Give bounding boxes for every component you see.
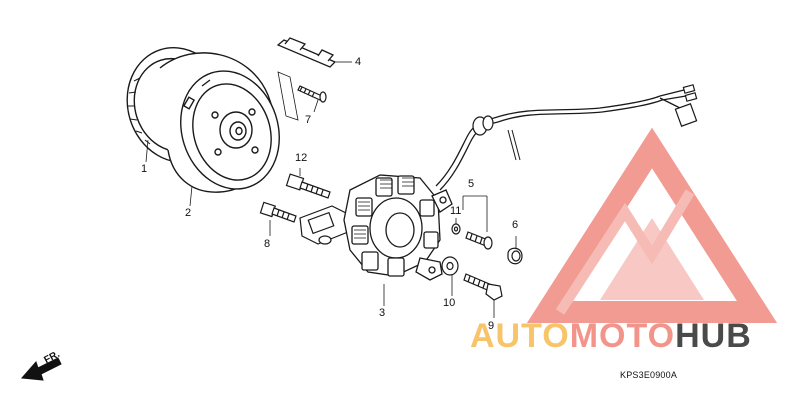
- watermark-brand-moto: MOTO: [569, 317, 676, 355]
- watermark-brand-auto: AUTO: [470, 317, 570, 355]
- part-label-11: 11: [450, 205, 462, 217]
- stator: [343, 174, 453, 281]
- long-bolt: [463, 273, 503, 301]
- part-label-7: 7: [305, 114, 312, 126]
- part-label-6: 6: [512, 219, 519, 231]
- watermark-triangle-logo: [526, 127, 778, 323]
- wire-connectors: [674, 84, 698, 127]
- wire-clip: [507, 247, 523, 265]
- watermark-brand-hub: HUB: [675, 317, 752, 355]
- bolt-upper: [285, 173, 331, 199]
- small-washer: [451, 223, 461, 235]
- part-label-2: 2: [185, 207, 192, 219]
- bolt-lower: [259, 201, 297, 223]
- part-label-4: 4: [355, 56, 362, 68]
- part-label-1: 1: [141, 163, 148, 175]
- front-direction-arrow-icon: [20, 357, 62, 381]
- part-label-3: 3: [379, 307, 386, 319]
- part-label-5: 5: [468, 178, 475, 190]
- watermark-brand: AUTOMOTOHUB: [470, 318, 752, 354]
- clip-bracket: [276, 37, 337, 68]
- part-label-8: 8: [264, 238, 271, 250]
- large-washer: [441, 256, 459, 276]
- screw: [297, 85, 327, 103]
- clamp-bolt: [465, 231, 493, 250]
- leader-lines: [145, 61, 517, 318]
- part-5-leader: [462, 195, 488, 232]
- pulser-coil: [299, 205, 349, 245]
- flywheel: [126, 47, 280, 193]
- screw-leader-box: [277, 71, 299, 121]
- diagram-code: KPS3E0900A: [620, 370, 678, 380]
- grommet: [472, 115, 494, 136]
- part-label-12: 12: [295, 152, 308, 164]
- part-label-10: 10: [443, 297, 456, 309]
- part-label-9: 9: [488, 320, 495, 332]
